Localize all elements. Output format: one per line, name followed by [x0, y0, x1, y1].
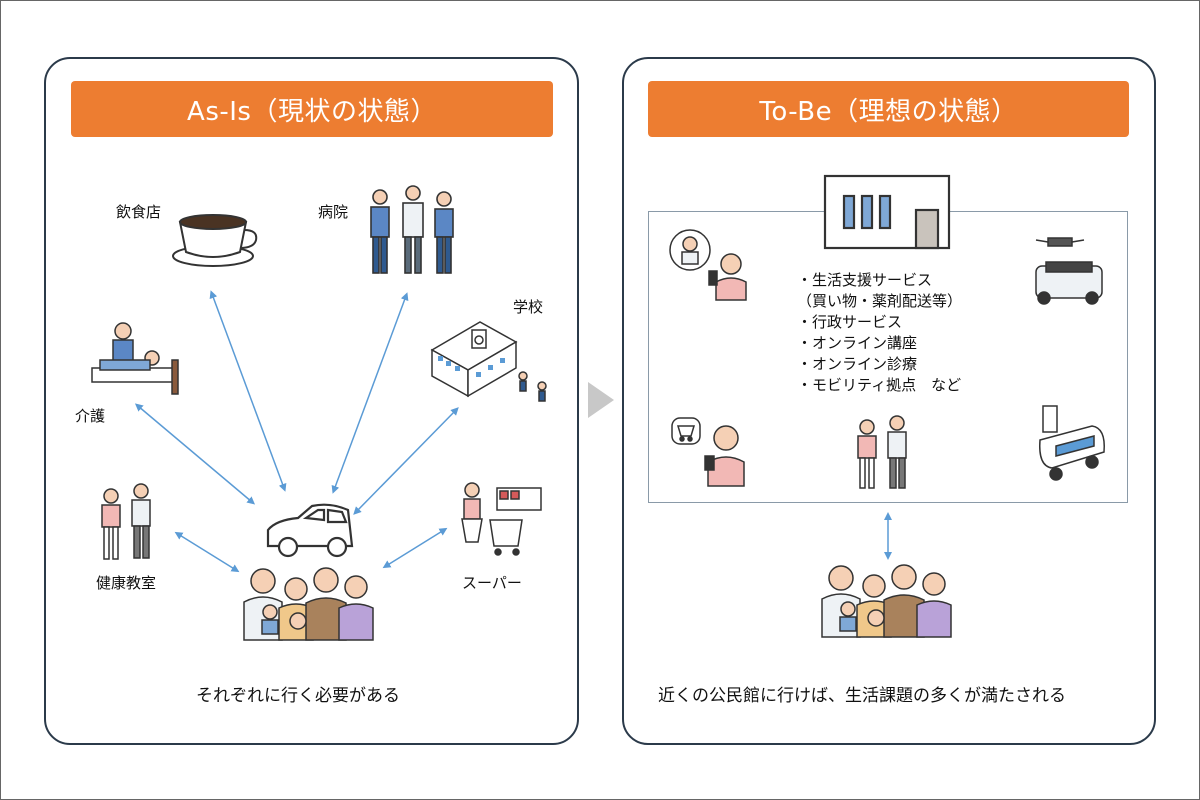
- service-item: ・行政サービス: [797, 313, 903, 331]
- service-item: （買い物・薬剤配送等）: [797, 292, 963, 310]
- to-be-title: To-Be（理想の状態）: [648, 81, 1129, 137]
- label-supermarket: スーパー: [462, 574, 522, 592]
- label-hospital: 病院: [318, 203, 349, 221]
- as-is-caption: それぞれに行く必要がある: [196, 686, 400, 706]
- as-is-panel: [44, 57, 579, 745]
- label-health-class: 健康教室: [96, 574, 157, 592]
- as-is-title: As-Is（現状の状態）: [71, 81, 553, 137]
- service-item: ・オンライン診療: [797, 355, 918, 373]
- service-item: ・オンライン講座: [797, 334, 918, 352]
- label-care: 介護: [75, 407, 106, 425]
- service-item: ・モビリティ拠点 など: [797, 376, 962, 394]
- to-be-caption: 近くの公民館に行けば、生活課題の多くが満たされる: [658, 686, 1066, 706]
- service-item: ・生活支援サービス: [797, 271, 933, 289]
- label-school: 学校: [513, 298, 544, 316]
- service-list: ・生活支援サービス （買い物・薬剤配送等） ・行政サービス ・オンライン講座 ・…: [797, 270, 962, 396]
- label-restaurant: 飲食店: [116, 203, 162, 221]
